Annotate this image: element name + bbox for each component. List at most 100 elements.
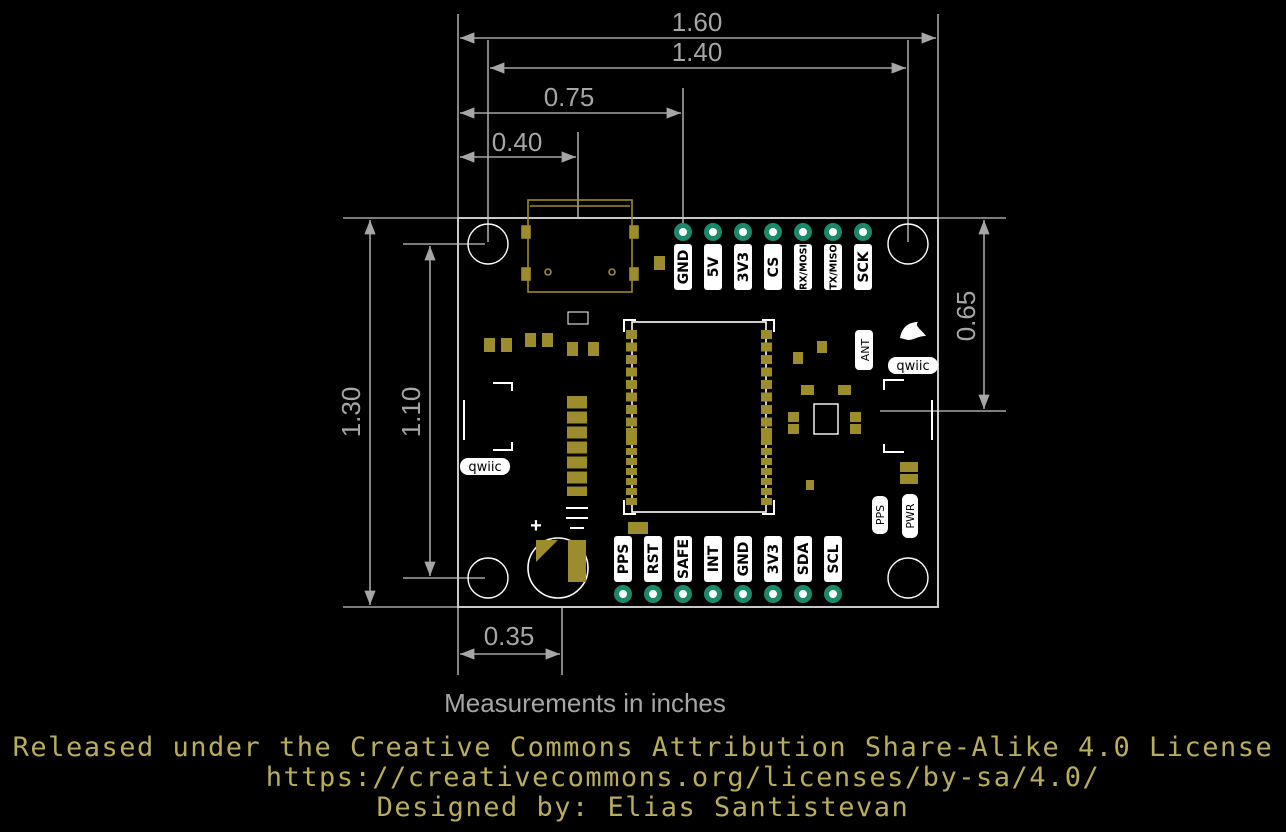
pin-hole <box>649 590 657 598</box>
pad-separators <box>567 408 587 487</box>
pin-hole <box>619 590 627 598</box>
pin-hole <box>829 228 837 236</box>
header-pin: SCK <box>854 223 872 290</box>
top-header: GND 5V 3V3 CS RX/MOSI TX/MISO SCK <box>674 223 872 290</box>
pps-led-label: PPS <box>874 505 887 525</box>
pin-hole <box>769 228 777 236</box>
header-pin: CS <box>764 223 782 290</box>
license-url: https://creativecommons.org/licenses/by-… <box>265 762 1101 793</box>
module-pad-right <box>761 438 772 445</box>
pin-hole <box>739 228 747 236</box>
dim-total-height: 1.30 <box>336 387 366 438</box>
pin-label-box <box>764 244 782 290</box>
module-pad-left <box>626 405 637 414</box>
module-pad-left <box>626 488 637 495</box>
dim-mount-hole-span: 1.40 <box>672 37 723 67</box>
pin-label-box <box>704 536 722 582</box>
pin-hole <box>859 228 867 236</box>
module-pad-left <box>626 468 637 475</box>
dimension-labels: 1.60 1.40 0.75 0.40 0.35 1.30 1.10 0.65 <box>336 7 981 651</box>
logo-icon <box>900 322 926 340</box>
pin-label-box <box>674 244 692 290</box>
pin-label: 5V <box>706 257 722 278</box>
pin-label-box <box>794 536 812 582</box>
module-pad-left <box>626 355 637 364</box>
pin-label-box <box>644 536 662 582</box>
pin-hole <box>829 590 837 598</box>
gnss-module <box>623 319 775 515</box>
module-pad-left <box>626 392 637 402</box>
pin-label: SCL <box>826 544 842 573</box>
battery-holder: + <box>527 507 589 599</box>
module-pad-left <box>626 380 637 389</box>
dim-right-offset: 0.65 <box>951 291 981 342</box>
pin-label-box <box>614 536 632 582</box>
module-pad-right <box>761 405 772 414</box>
module-pads <box>626 330 772 505</box>
dim-total-width: 1.60 <box>672 7 723 37</box>
pwr-led-label: PWR <box>904 503 917 529</box>
header-pin: PPS <box>614 536 632 603</box>
header-pin: RX/MOSI <box>794 223 812 290</box>
module-pad-left <box>626 342 637 352</box>
pin-label: GND <box>676 250 692 285</box>
pin-label-box <box>734 244 752 290</box>
smd-pads <box>484 256 918 534</box>
led-labels: PPS PWR <box>872 494 918 538</box>
module-pad-right <box>761 488 772 495</box>
pin-label: SCK <box>856 250 872 282</box>
designer-credit: Designed by: Elias Santistevan <box>376 792 910 823</box>
pin-label: RX/MOSI <box>799 244 810 290</box>
pin-label: TX/MISO <box>829 244 840 289</box>
module-pad-right <box>761 392 772 402</box>
pin-label-box <box>674 536 692 582</box>
pin-label: SAFE <box>676 539 692 579</box>
ant-label: ANT <box>855 330 873 370</box>
header-pin: GND <box>734 536 752 603</box>
dim-mount-hole-height: 1.10 <box>396 387 426 438</box>
usb-connector <box>521 199 639 293</box>
header-pin: 3V3 <box>734 223 752 290</box>
pin-label-box <box>824 244 842 290</box>
module-pad-right <box>761 468 772 475</box>
module-pad-left <box>626 428 637 435</box>
pin-label: 3V3 <box>766 544 782 574</box>
pin-hole <box>739 590 747 598</box>
pin-hole <box>799 590 807 598</box>
header-pin: GND <box>674 223 692 290</box>
header-pin: 5V <box>704 223 722 290</box>
module-pad-left <box>626 438 637 445</box>
module-pad-left <box>626 478 637 485</box>
pin-label-box <box>824 536 842 582</box>
module-pad-right <box>761 367 772 377</box>
small-ic <box>813 403 839 435</box>
board-outline <box>457 217 939 608</box>
qwiic-labels: qwiic qwiic <box>460 357 938 475</box>
module-pad-left <box>626 448 637 455</box>
qwiic-right-label: qwiic <box>896 359 929 374</box>
header-pin: INT <box>704 536 722 603</box>
module-pad-left <box>626 367 637 377</box>
module-pad-left <box>626 458 637 465</box>
module-pad-right <box>761 458 772 465</box>
pin-label: INT <box>706 545 722 572</box>
module-pad-right <box>761 418 772 425</box>
pin-hole <box>709 228 717 236</box>
battery-plus-label: + <box>530 515 542 537</box>
pin-label-box <box>794 244 812 290</box>
pin-hole <box>769 590 777 598</box>
header-pin: SCL <box>824 536 842 603</box>
pin-label: GND <box>736 542 752 577</box>
module-pad-right <box>761 428 772 435</box>
pin-label: 3V3 <box>736 252 752 282</box>
pin-label: PPS <box>616 544 632 575</box>
pin-label: CS <box>766 257 782 278</box>
module-pad-left <box>626 330 637 339</box>
header-pin: SAFE <box>674 536 692 603</box>
dim-bottom-offset: 0.35 <box>484 621 535 651</box>
header-pin: TX/MISO <box>824 223 842 290</box>
dim-connector-offset: 0.40 <box>492 127 543 157</box>
mounting-holes <box>467 223 929 599</box>
module-pad-right <box>761 330 772 339</box>
